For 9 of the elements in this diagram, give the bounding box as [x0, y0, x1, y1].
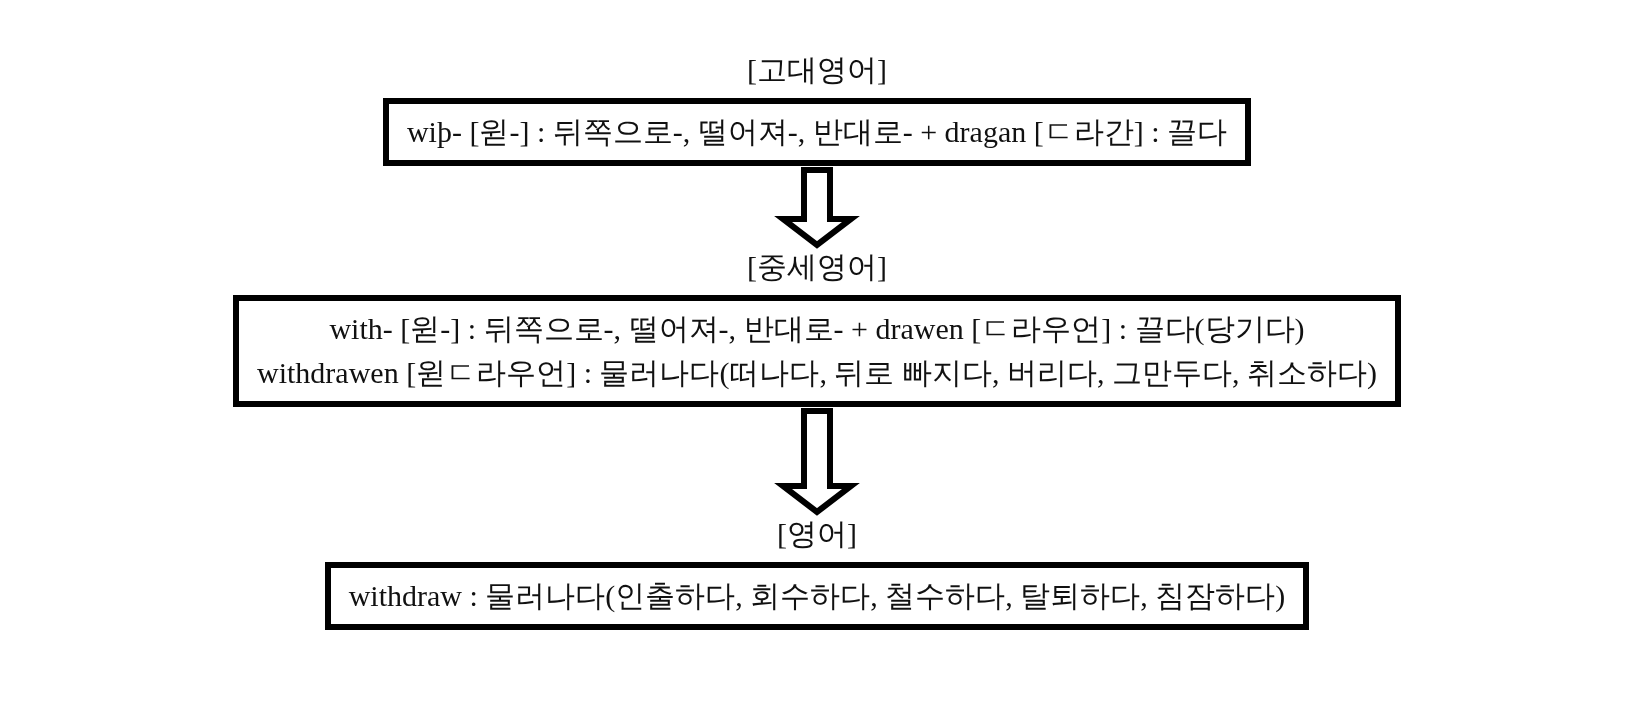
block-arrow — [774, 167, 860, 249]
definition-text: with- [윋-] : 뒤쪽으로-, 떨어져-, 반대로- + drawen [ㄷ라우언] : 끌다(당기다) — [329, 311, 1305, 347]
period-heading: [중세영어] — [747, 249, 887, 285]
definition-text: withdrawen [윋ㄷ라우언] : 물러나다(떠나다, 뒤로 빠지다, 버리다, 그만두다, 취소하다) — [257, 355, 1377, 391]
definition-text: withdraw : 물러나다(인출하다, 회수하다, 철수하다, 탈퇴하다, 침잠하다) — [348, 578, 1286, 614]
definition-text: wiþ- [윋-] : 뒤쪽으로-, 떨어져-, 반대로- + dragan [ㄷ라간] : 끌다 — [406, 114, 1228, 150]
period-heading: [영어] — [777, 516, 857, 552]
block-arrow — [774, 408, 860, 516]
period-heading: [고대영어] — [747, 52, 887, 88]
